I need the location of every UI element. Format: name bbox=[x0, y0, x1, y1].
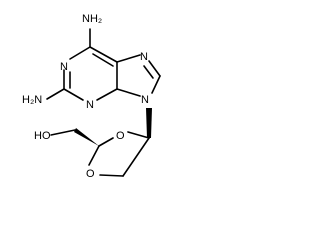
bond-c5-n7 bbox=[116, 54, 141, 63]
bond-c5prime-c4prime bbox=[122, 137, 150, 177]
bond-c8-n9 bbox=[151, 75, 161, 94]
atom-label-n9: N bbox=[141, 94, 149, 106]
bond-o3-c2prime bbox=[98, 137, 114, 147]
atom-label-o-ring-upper: O bbox=[116, 130, 125, 142]
wedge-bond-c2prime-ch2 bbox=[74, 128, 99, 146]
atom-label-n3: N bbox=[86, 99, 94, 111]
structure-diagram: NH₂ N N N N H₂N HO O O bbox=[22, 13, 161, 180]
bond-n9-c4 bbox=[116, 88, 141, 97]
atom-label-nh2-left: H₂N bbox=[22, 94, 42, 106]
atom-label-n1: N bbox=[60, 61, 68, 73]
bond-c4prime-o3 bbox=[127, 131, 150, 139]
molecule-canvas: NH₂ N N N N H₂N HO O O bbox=[22, 13, 161, 180]
bond-c6-c5-inner bbox=[92, 53, 114, 67]
bond-n7-c8-inner bbox=[143, 65, 154, 79]
bond-ch2-oh bbox=[50, 129, 76, 136]
atom-label-o-ring-lower: O bbox=[86, 168, 95, 180]
bond-o1-c5prime bbox=[99, 174, 124, 177]
bond-c6-n1 bbox=[69, 46, 91, 60]
bond-n7-c8 bbox=[148, 60, 161, 77]
bond-n3-c4 bbox=[96, 88, 118, 101]
bond-c6-c5 bbox=[89, 46, 118, 63]
atom-label-ho: HO bbox=[34, 130, 51, 142]
atom-label-n7: N bbox=[140, 51, 148, 63]
wedge-bond-n9-c4prime bbox=[146, 108, 152, 138]
atom-label-nh2-top: NH₂ bbox=[82, 13, 102, 25]
bond-c2-n3 bbox=[63, 88, 84, 101]
bond-c2-nh2 bbox=[46, 88, 65, 100]
bond-c2prime-o1 bbox=[88, 145, 100, 166]
